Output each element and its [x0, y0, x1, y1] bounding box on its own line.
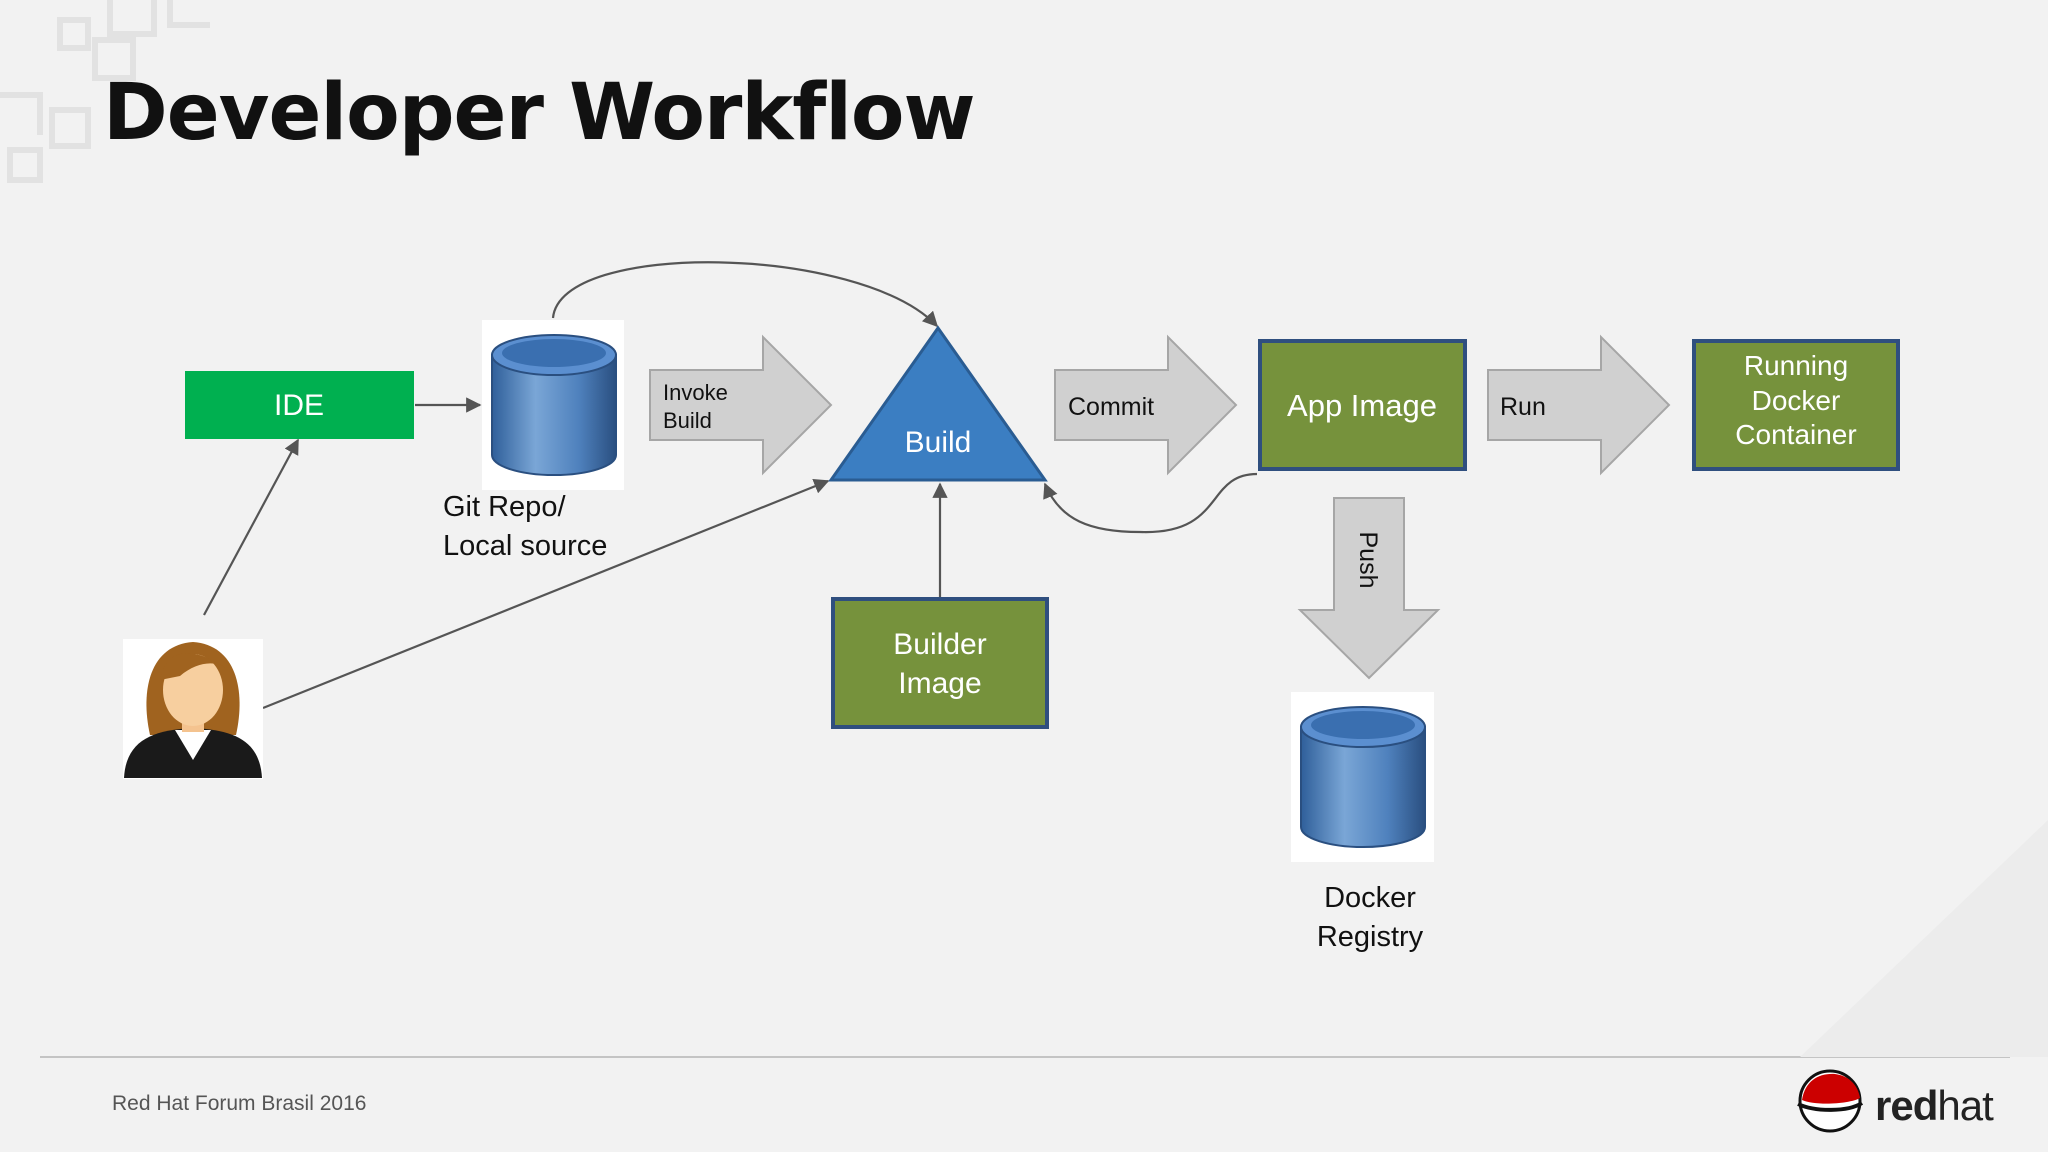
logo-bold-part: red	[1875, 1082, 1938, 1129]
commit-label: Commit	[1068, 393, 1154, 421]
commit-arrow	[1054, 334, 1238, 476]
developer-avatar-icon	[123, 639, 263, 779]
docker-registry-node	[1291, 692, 1434, 862]
push-label: Push	[1354, 532, 1382, 589]
running-container-label-line1: Running	[1744, 350, 1848, 381]
ide-node	[185, 371, 414, 439]
footer-event-name: Red Hat Forum Brasil 2016	[112, 1092, 367, 1115]
run-arrow	[1487, 334, 1671, 476]
appimage-to-build-curve	[1043, 472, 1258, 534]
decorative-pattern	[0, 0, 210, 183]
builder-image-label-line1: Builder	[893, 628, 986, 661]
running-container-node	[1692, 339, 1900, 471]
invoke-build-arrow	[649, 334, 833, 476]
run-label: Run	[1500, 393, 1546, 421]
decorative-diagonal	[1800, 820, 2048, 1057]
git-repo-label-line2: Local source	[443, 530, 607, 562]
build-node	[828, 325, 1048, 482]
docker-registry-label-line1: Docker	[1324, 882, 1416, 914]
redhat-shadowman-icon	[1797, 1069, 1864, 1133]
running-container-label-line2: Docker	[1752, 385, 1841, 416]
running-container-label-line3: Container	[1735, 419, 1856, 450]
git-repo-label-line1: Git Repo/	[443, 491, 566, 523]
push-arrow	[1297, 497, 1441, 680]
builder-image-label-line2: Image	[898, 667, 981, 700]
logo-light-part: hat	[1937, 1082, 1993, 1129]
docker-registry-label-line2: Registry	[1317, 921, 1424, 953]
repo-to-build-curve	[551, 261, 939, 328]
app-image-label: App Image	[1287, 388, 1437, 423]
page-title: Developer Workflow	[103, 68, 976, 158]
invoke-build-label-line1: Invoke	[663, 380, 728, 405]
developer-to-build-connector	[262, 479, 830, 710]
redhat-logo-wordmark: redhat	[1875, 1082, 1994, 1130]
builder-image-node	[831, 597, 1049, 729]
developer-to-ide-connector	[203, 438, 299, 616]
ide-label: IDE	[274, 389, 324, 422]
build-label: Build	[905, 426, 972, 459]
invoke-build-label-line2: Build	[663, 408, 712, 433]
git-repo-node	[482, 320, 624, 490]
app-image-node	[1258, 339, 1467, 471]
